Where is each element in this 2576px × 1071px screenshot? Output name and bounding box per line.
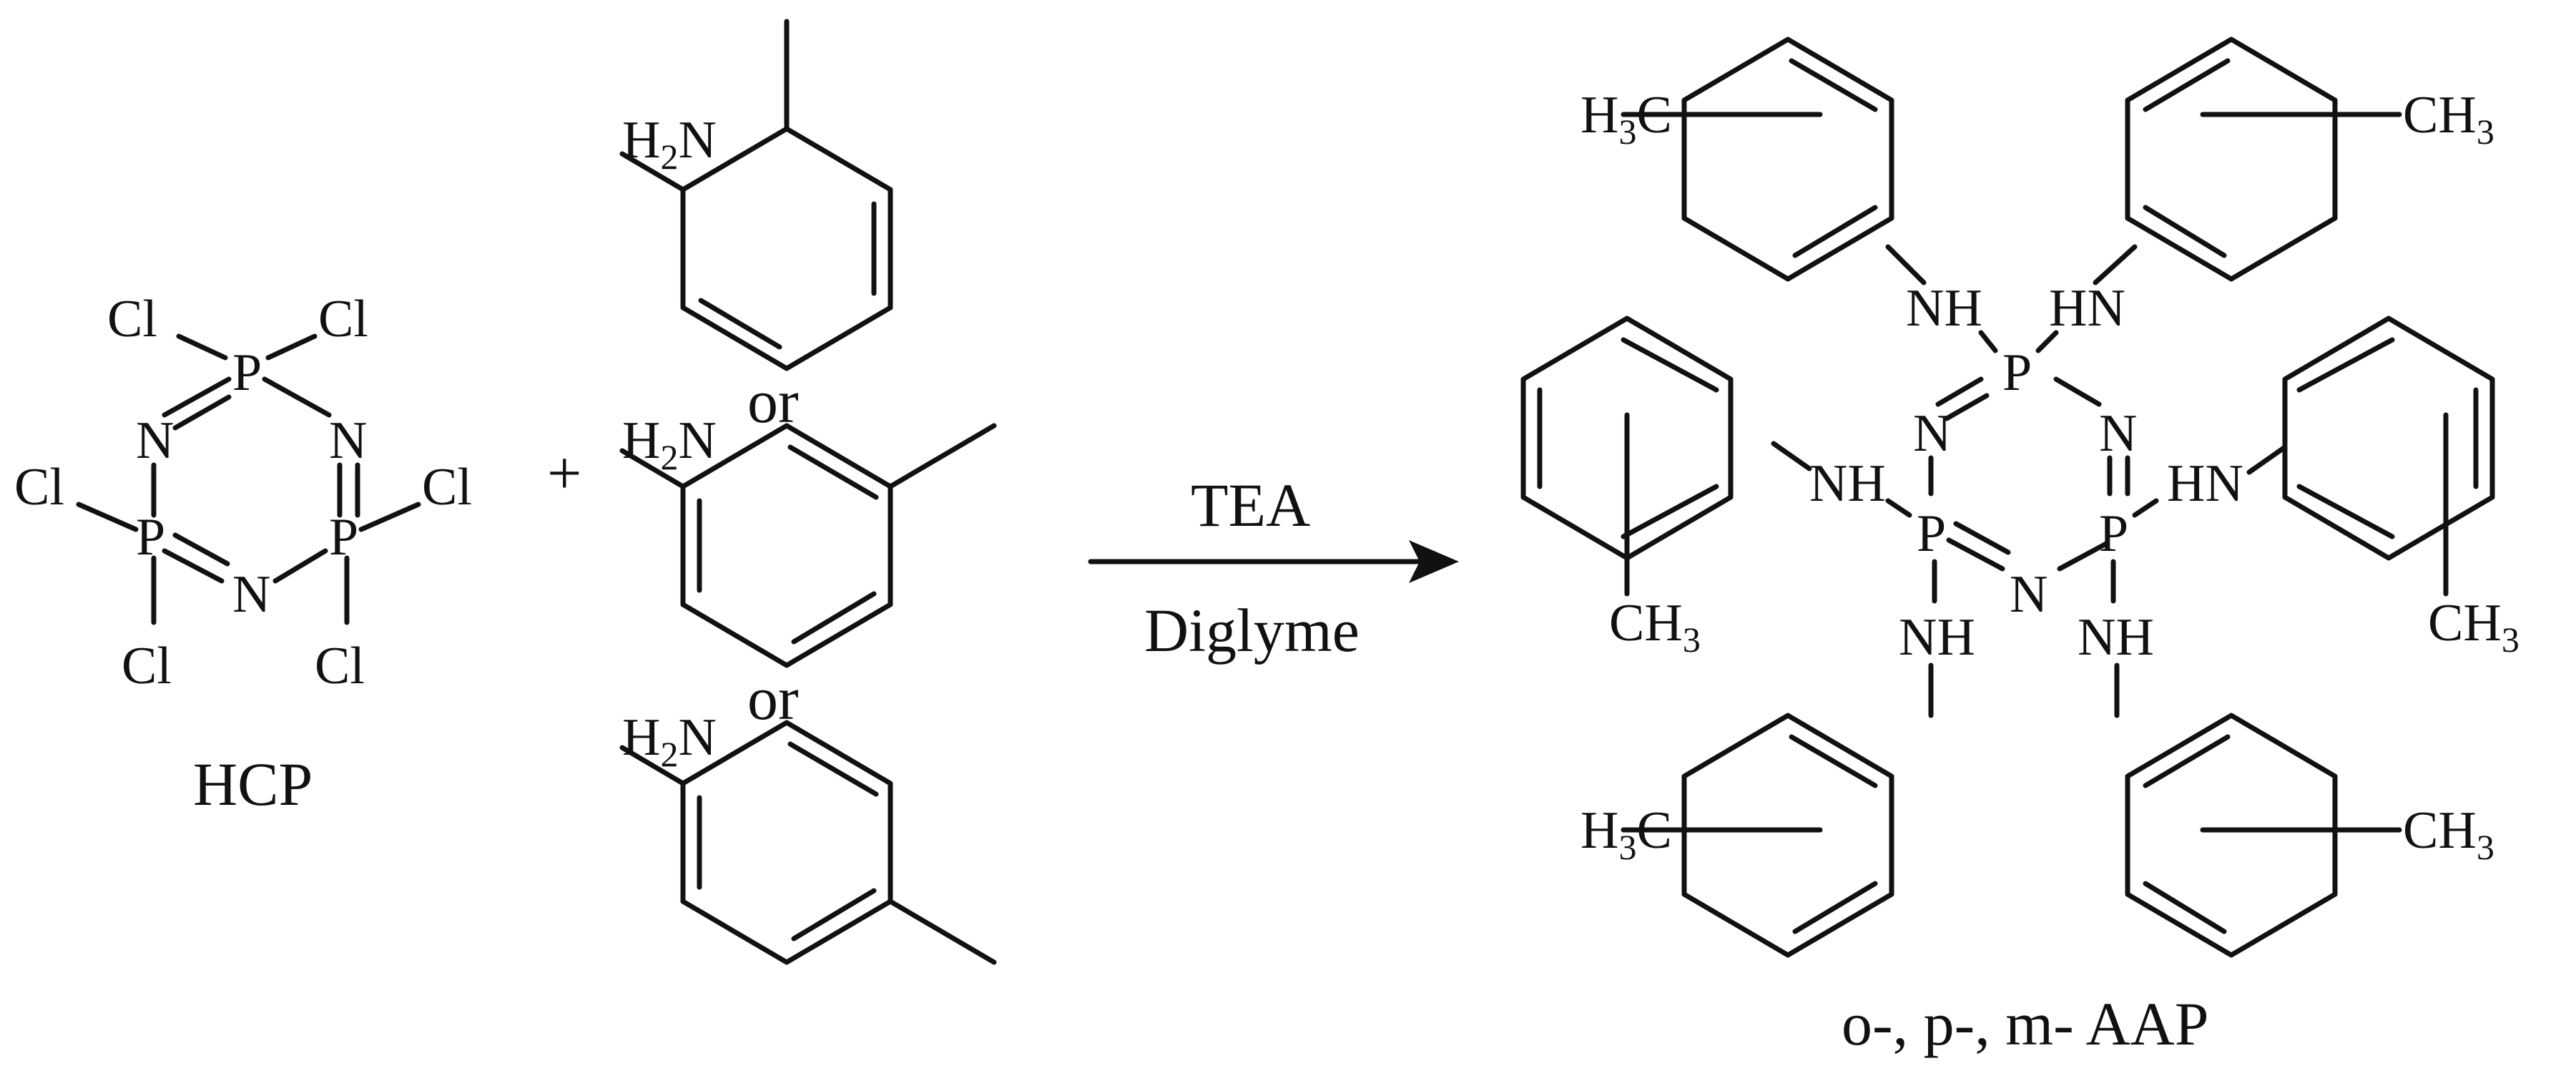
- aap-n-bottom: N: [2010, 565, 2047, 624]
- hcp-cl-2: Cl: [318, 290, 368, 348]
- arrow-solvent: Diglyme: [1144, 596, 1360, 665]
- plus-sign: +: [547, 439, 582, 507]
- reaction-arrow: TEA Diglyme: [1088, 471, 1459, 665]
- or-word-1: or: [747, 367, 799, 436]
- p-toluidine-amine: H2N: [622, 708, 717, 774]
- aap-methyl-3: CH3: [1609, 594, 1701, 660]
- or-word-2: or: [747, 664, 799, 733]
- arrow-reagent: TEA: [1191, 471, 1310, 539]
- aap-nh-5: NH: [1899, 608, 1975, 667]
- hcp-cl-4: Cl: [422, 458, 472, 517]
- aap-p-right: P: [2099, 504, 2128, 563]
- aap-n-right: N: [2099, 404, 2137, 463]
- aap-nh-1: NH: [1906, 279, 1982, 338]
- hcp-cl-3: Cl: [14, 458, 64, 517]
- hcp-cl-6: Cl: [315, 637, 365, 695]
- aap-n-left: N: [1913, 404, 1951, 463]
- aap-methyl-1: H3C: [1580, 86, 1672, 152]
- m-toluidine: H2N or: [619, 411, 997, 733]
- aap-structure: P N N P P N NH HN NH HN NH NH H3C: [1520, 36, 2520, 1058]
- hcp-n-bottom: N: [232, 565, 270, 624]
- o-toluidine: H2N or: [619, 19, 893, 436]
- aap-p-left: P: [1917, 504, 1946, 563]
- hcp-p-left: P: [136, 508, 165, 567]
- aap-hn-2: HN: [2049, 279, 2125, 338]
- hcp-cl-5: Cl: [122, 637, 172, 695]
- o-toluidine-amine: H2N: [622, 111, 717, 177]
- hcp-structure: Cl Cl P N N Cl P P Cl N Cl Cl HCP: [14, 290, 472, 818]
- aap-methyl-4: CH3: [2428, 594, 2520, 660]
- hcp-p-top: P: [232, 343, 262, 402]
- hcp-label: HCP: [193, 750, 313, 818]
- aap-hn-4: HN: [2167, 454, 2243, 513]
- m-toluidine-amine: H2N: [622, 411, 717, 477]
- p-toluidine: H2N: [619, 708, 997, 965]
- hcp-n-right: N: [329, 411, 367, 470]
- aap-methyl-5: H3C: [1580, 801, 1672, 867]
- aap-methyl-6: CH3: [2403, 801, 2494, 867]
- hcp-cl-1: Cl: [107, 290, 157, 348]
- hcp-n-left: N: [136, 411, 174, 470]
- hcp-p-right: P: [329, 508, 358, 567]
- aap-nh-3: NH: [1809, 454, 1886, 513]
- aap-label: o-, p-, m- AAP: [1842, 989, 2209, 1058]
- aap-nh-6: NH: [2078, 608, 2154, 667]
- aap-methyl-2: CH3: [2403, 86, 2494, 152]
- aap-p-top: P: [2002, 343, 2032, 402]
